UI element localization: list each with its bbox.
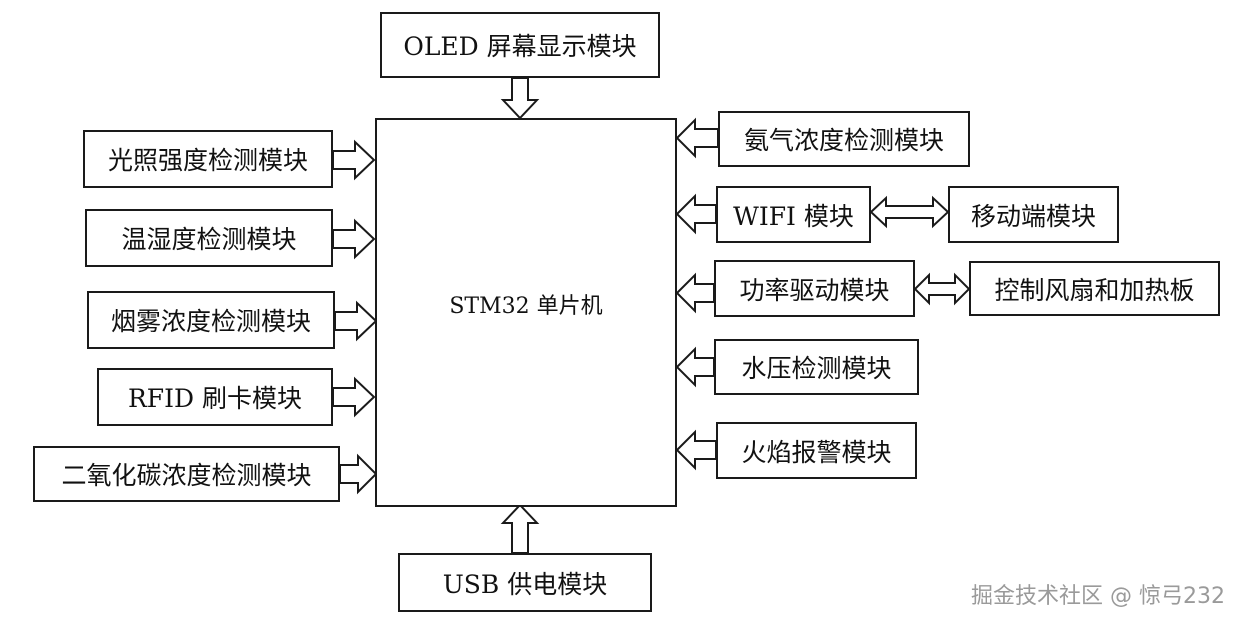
usb-power-module-label: USB 供电模块	[442, 569, 608, 599]
ammonia-density-module: 氨气浓度检测模块	[718, 111, 970, 167]
co2-density-module: 二氧化碳浓度检测模块	[33, 446, 340, 502]
rfid-card-module: RFID 刷卡模块	[97, 368, 333, 426]
watermark: 掘金技术社区 @ 惊弓232	[971, 584, 1225, 609]
mobile-terminal-module-label: 移动端模块	[970, 201, 1096, 231]
flame-alarm-module-label: 火焰报警模块	[741, 437, 892, 467]
arrow-temp-humidity-to-mcu	[332, 218, 376, 260]
arrow-rfid-to-mcu	[332, 376, 376, 418]
mobile-terminal-module: 移动端模块	[948, 186, 1119, 243]
power-driver-module: 功率驱动模块	[714, 260, 915, 317]
arrow-power-driver-to-mcu	[675, 272, 715, 314]
water-pressure-module-label: 水压检测模块	[741, 354, 892, 383]
oled-display-module-label: OLED 屏幕显示模块	[403, 32, 637, 61]
fan-heater-control-module: 控制风扇和加热板	[969, 261, 1220, 316]
arrow-wifi-mobile-bidirectional	[869, 195, 950, 229]
flame-alarm-module: 火焰报警模块	[716, 422, 917, 479]
wifi-module: WIFI 模块	[716, 186, 871, 243]
arrow-wifi-to-mcu	[675, 193, 717, 235]
smoke-density-module-label: 烟雾浓度检测模块	[110, 307, 311, 336]
rfid-card-module-label: RFID 刷卡模块	[127, 384, 303, 413]
temp-humidity-module: 温湿度检测模块	[85, 209, 333, 267]
arrow-smoke-to-mcu	[334, 300, 378, 342]
arrow-flame-to-mcu	[675, 429, 717, 471]
ammonia-density-module-label: 氨气浓度检测模块	[743, 126, 944, 155]
arrow-co2-to-mcu	[339, 453, 378, 495]
power-driver-module-label: 功率驱动模块	[739, 275, 890, 305]
temp-humidity-module-label: 温湿度检测模块	[121, 225, 297, 254]
smoke-density-module: 烟雾浓度检测模块	[87, 291, 335, 349]
light-intensity-module-label: 光照强度检测模块	[107, 146, 308, 175]
arrow-ammonia-to-mcu	[675, 117, 719, 159]
arrow-light-to-mcu	[332, 139, 376, 181]
usb-power-module: USB 供电模块	[398, 553, 652, 612]
arrow-driver-fan-bidirectional	[913, 272, 971, 306]
oled-display-module: OLED 屏幕显示模块	[380, 12, 660, 78]
wifi-module-label: WIFI 模块	[733, 201, 854, 231]
mcu-label: STM32 单片机	[449, 294, 603, 319]
mcu-block: STM32 单片机	[375, 118, 677, 507]
co2-density-module-label: 二氧化碳浓度检测模块	[61, 461, 312, 490]
arrow-water-pressure-to-mcu	[675, 346, 715, 388]
arrow-usb-to-mcu	[500, 503, 540, 554]
fan-heater-control-module-label: 控制风扇和加热板	[994, 275, 1195, 305]
arrow-oled-to-mcu	[500, 77, 540, 120]
light-intensity-module: 光照强度检测模块	[83, 130, 333, 188]
water-pressure-module: 水压检测模块	[714, 339, 919, 395]
